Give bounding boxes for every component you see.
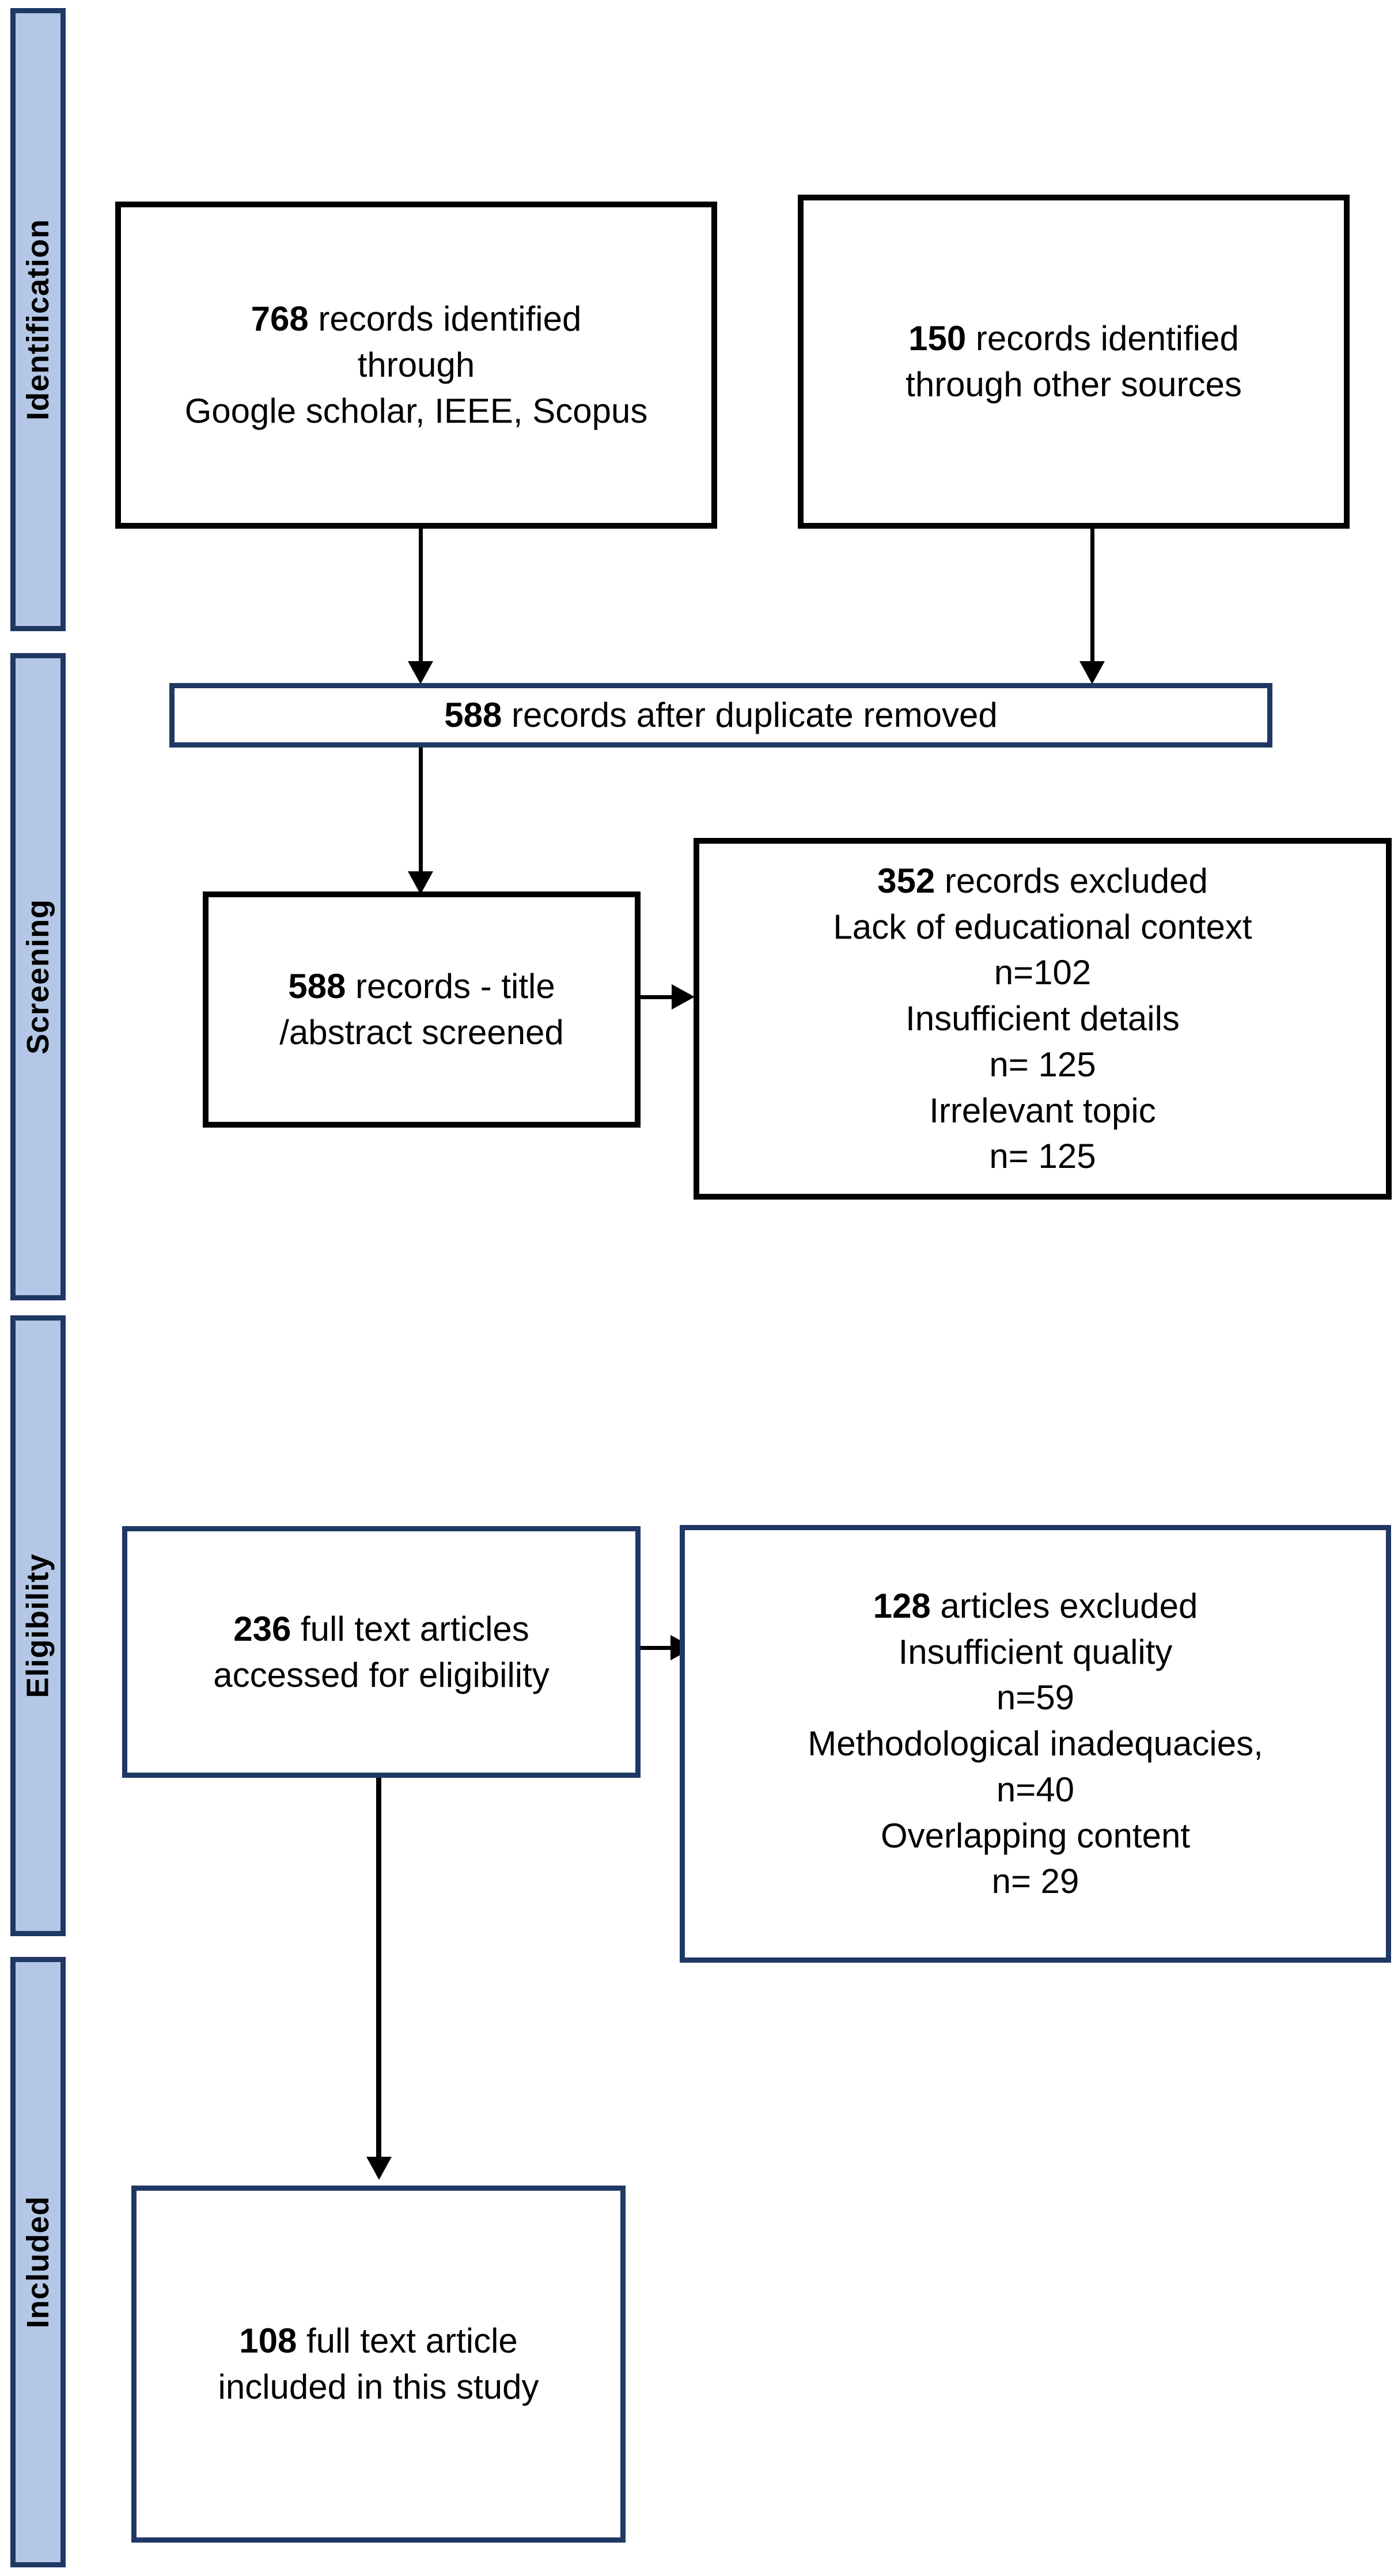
box-full-text-assessed: 236 full text articles accessed for elig… [122, 1526, 641, 1778]
stage-bar-identification: Identification [10, 8, 66, 631]
box-records-after-duplicates: 588 records after duplicate removed [169, 683, 1272, 748]
count-150: 150 [908, 319, 967, 358]
box-records-excluded: 352 records excluded Lack of educational… [694, 838, 1392, 1200]
arrow-dedupe-to-screened [408, 871, 433, 894]
box-records-identified-databases-text: 768 records identified through Google sc… [184, 299, 648, 430]
stage-bar-included: Included [10, 1957, 66, 2567]
box-records-identified-databases: 768 records identified through Google sc… [115, 202, 717, 529]
box-articles-excluded-text: 128 articles excluded Insufficient quali… [808, 1586, 1263, 1901]
connector-line-db-to-dedupe [419, 529, 423, 661]
box-records-identified-other-text: 150 records identified through other sou… [906, 319, 1242, 404]
count-588-dedupe: 588 [444, 696, 502, 735]
box-title-abstract-screened-text: 588 records - title /abstract screened [279, 967, 564, 1052]
connector-line-screened-to-excluded [641, 995, 675, 999]
connector-line-assessed-to-included [376, 1778, 381, 2175]
count-768: 768 [251, 299, 309, 339]
arrow-other-to-dedupe [1079, 661, 1105, 684]
count-128: 128 [873, 1586, 931, 1625]
stage-label-identification: Identification [21, 219, 55, 420]
box-records-excluded-text: 352 records excluded Lack of educational… [833, 861, 1252, 1176]
connector-line-assessed-to-excluded [641, 1646, 674, 1650]
box-records-after-duplicates-text: 588 records after duplicate removed [444, 696, 998, 735]
box-records-identified-other: 150 records identified through other sou… [798, 195, 1350, 529]
stage-label-included: Included [21, 2195, 56, 2329]
box-included-final: 108 full text article included in this s… [131, 2186, 626, 2543]
connector-line-other-to-dedupe [1090, 529, 1094, 661]
count-236: 236 [233, 1609, 291, 1648]
stage-label-screening: Screening [21, 898, 55, 1055]
arrow-screened-to-excluded [672, 984, 695, 1010]
connector-line-dedupe-to-screened [419, 748, 423, 871]
box-title-abstract-screened: 588 records - title /abstract screened [203, 891, 641, 1128]
box-full-text-assessed-text: 236 full text articles accessed for elig… [213, 1609, 550, 1694]
box-articles-excluded: 128 articles excluded Insufficient quali… [680, 1525, 1391, 1963]
count-588-screened: 588 [288, 967, 346, 1006]
arrow-assessed-to-included [366, 2157, 392, 2180]
count-108: 108 [239, 2321, 297, 2361]
stage-bar-screening: Screening [10, 653, 66, 1300]
stage-label-eligibility: Eligibility [21, 1553, 55, 1698]
arrow-db-to-dedupe [408, 661, 433, 684]
stage-bar-eligibility: Eligibility [10, 1315, 66, 1936]
count-352: 352 [877, 861, 935, 900]
box-included-final-text: 108 full text article included in this s… [218, 2321, 539, 2406]
